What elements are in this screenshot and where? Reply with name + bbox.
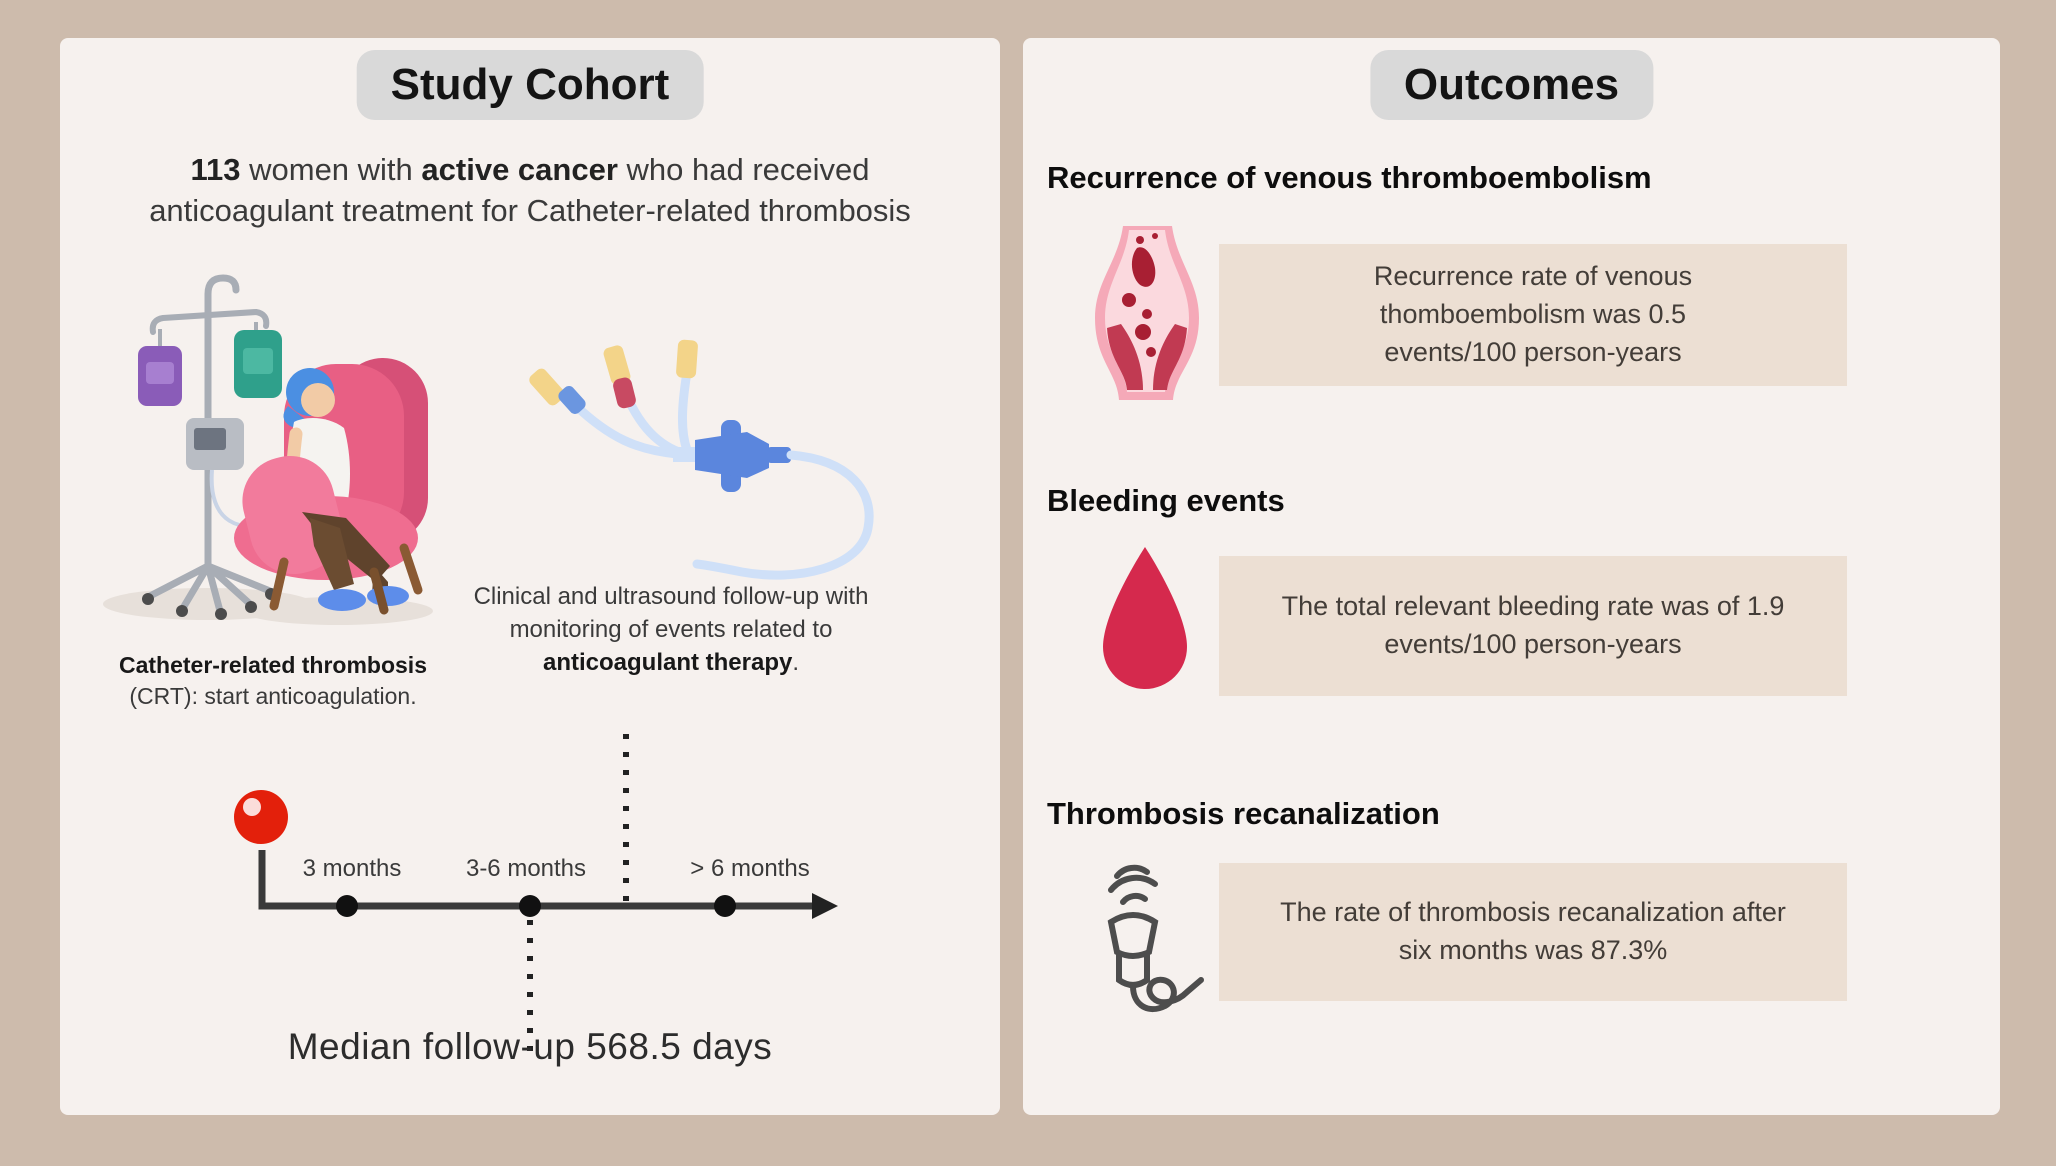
timeline-label-3months: 3 months bbox=[303, 855, 402, 882]
slipper-icon bbox=[367, 586, 409, 606]
cohort-count: 113 bbox=[190, 152, 241, 187]
cohort-text-2: who had received anticoagulant treatment… bbox=[149, 152, 911, 228]
catheter-lumens bbox=[529, 339, 698, 459]
ultrasound-probe-icon bbox=[1107, 864, 1204, 1013]
outcomes-title: Outcomes bbox=[1369, 50, 1654, 120]
slipper-icon bbox=[318, 589, 366, 611]
bleeding-result-text: The total relevant bleeding rate was of … bbox=[1281, 591, 1785, 659]
cohort-description: 113 women with active cancer who had rec… bbox=[145, 150, 915, 232]
recurrence-heading: Recurrence of venous thromboembolism bbox=[1047, 160, 1652, 195]
timeline-dot-6months bbox=[714, 895, 736, 917]
recurrence-result-box: Recurrence rate of venous thomboembolism… bbox=[1219, 244, 1847, 386]
catheter-connector-blue bbox=[558, 386, 586, 414]
cohort-text-1: women with bbox=[240, 152, 422, 187]
followup-text-1: Clinical and ultrasound follow-up with m… bbox=[473, 583, 869, 644]
study-cohort-title: Study Cohort bbox=[356, 50, 704, 120]
start-pin-icon bbox=[234, 790, 288, 844]
timeline-arrowhead bbox=[812, 893, 838, 919]
bleeding-result-box: The total relevant bleeding rate was of … bbox=[1219, 556, 1847, 696]
catheter-connector-red bbox=[613, 377, 636, 409]
catheter-cap-yellow bbox=[603, 345, 631, 385]
patient-iv-illustration bbox=[103, 274, 433, 625]
study-cohort-panel: Study Cohort 113 women with active cance… bbox=[60, 38, 1000, 1115]
median-followup-text: Median follow-up 568.5 days bbox=[287, 1026, 773, 1067]
followup-caption: Clinical and ultrasound follow-up with m… bbox=[455, 580, 887, 679]
catheter-hub bbox=[673, 420, 791, 492]
bleeding-heading: Bleeding events bbox=[1047, 483, 1285, 518]
crt-caption-bold: Catheter-related thrombosis bbox=[118, 652, 427, 678]
catheter-cap-yellow bbox=[676, 339, 698, 379]
catheter-cap-yellow bbox=[529, 368, 565, 406]
followup-text-2: . bbox=[792, 649, 800, 677]
recurrence-result-text: Recurrence rate of venous thomboembolism… bbox=[1373, 261, 1693, 367]
vein-thrombosis-icon bbox=[1095, 226, 1199, 400]
timeline-dot-3-6months bbox=[519, 895, 541, 917]
timeline-label-6months: > 6 months bbox=[690, 855, 809, 882]
iv-pole-icon bbox=[138, 274, 285, 620]
crt-caption-rest: (CRT): start anticoagulation. bbox=[129, 683, 417, 710]
outcomes-panel: Outcomes Recurrence of venous thromboemb… bbox=[1023, 38, 2000, 1115]
followup-bold: anticoagulant therapy bbox=[542, 649, 793, 677]
armchair-legs bbox=[269, 543, 423, 615]
blood-drop-icon bbox=[1103, 547, 1187, 689]
recanalization-result-text: The rate of thrombosis recanalization af… bbox=[1280, 897, 1786, 965]
cohort-active-cancer: active cancer bbox=[421, 152, 618, 187]
timeline-dot-3months bbox=[336, 895, 358, 917]
timeline-label-3-6months: 3-6 months bbox=[466, 855, 586, 882]
timeline-axis bbox=[258, 850, 816, 910]
catheter-line bbox=[692, 450, 874, 580]
followup-timeline: 3 months 3-6 months > 6 months bbox=[234, 734, 838, 1054]
crt-caption: Catheter-related thrombosis (CRT): start… bbox=[118, 650, 428, 712]
catheter-illustration bbox=[529, 339, 874, 580]
recanalization-result-box: The rate of thrombosis recanalization af… bbox=[1219, 863, 1847, 1001]
recanalization-heading: Thrombosis recanalization bbox=[1047, 796, 1440, 831]
